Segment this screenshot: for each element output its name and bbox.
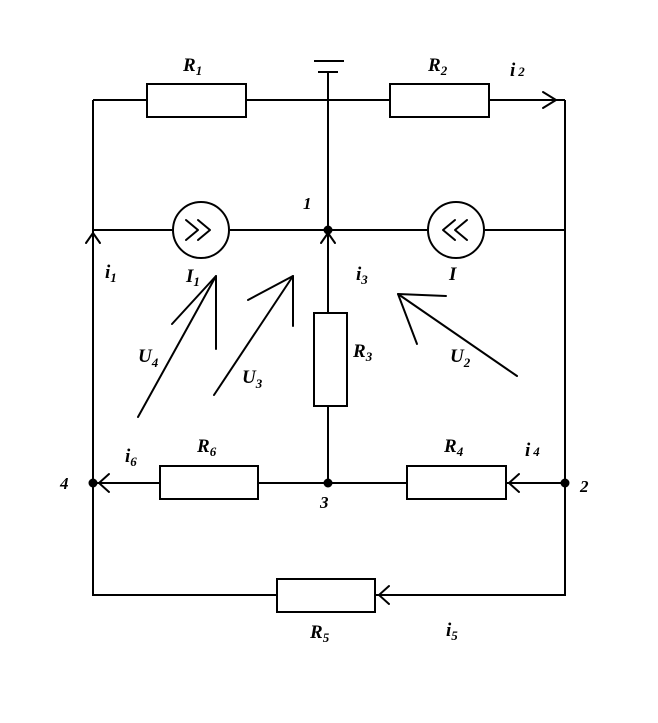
resistor-r4: [406, 465, 507, 500]
node-dot-2: [560, 478, 570, 488]
resistor-r6: [159, 465, 259, 500]
arrow-i2: [542, 91, 557, 109]
resistor-r1: [146, 83, 247, 118]
wire-left-loop: [92, 100, 277, 596]
wires: [92, 73, 566, 596]
label-i3: i3: [356, 264, 368, 287]
arrow-i6: [98, 473, 110, 493]
voltage-arrow-u2: [397, 293, 518, 377]
node-dot-1: [323, 225, 333, 235]
resistor-r3: [313, 312, 348, 407]
label-r4: R4: [443, 436, 464, 459]
label-r6: R6: [196, 436, 217, 459]
label-source-i1: I1: [185, 266, 200, 289]
label-u4: U4: [138, 346, 159, 370]
label-source-i: I: [448, 264, 457, 285]
label-i1: i1: [105, 262, 117, 285]
node-label-2: 2: [579, 477, 589, 496]
label-r3: R3: [352, 341, 373, 364]
label-u3: U3: [242, 367, 263, 391]
arrow-i3: [320, 232, 336, 244]
resistor-r5: [276, 578, 376, 613]
node-dot-4: [88, 478, 98, 488]
ground-symbol: [314, 60, 344, 73]
arrow-i4: [508, 473, 520, 493]
node-label-4: 4: [59, 474, 69, 493]
resistor-r2: [389, 83, 490, 118]
label-r5: R5: [309, 622, 330, 645]
label-i5: i5: [446, 620, 458, 643]
node-dot-3: [323, 478, 333, 488]
voltage-arrow-u3: [213, 275, 294, 396]
label-r2: R2: [427, 55, 448, 78]
arrow-i1: [85, 232, 101, 244]
label-u2: U2: [450, 346, 471, 370]
arrow-i5: [378, 585, 390, 605]
wire-right-loop: [375, 100, 566, 596]
current-source-i: [427, 201, 485, 259]
node-label-1: 1: [303, 194, 312, 213]
label-r1: R1: [182, 55, 202, 78]
voltage-arrow-u4: [137, 275, 217, 418]
label-i6: i6: [125, 446, 137, 469]
node-label-3: 3: [319, 493, 329, 512]
current-source-i1: [172, 201, 230, 259]
